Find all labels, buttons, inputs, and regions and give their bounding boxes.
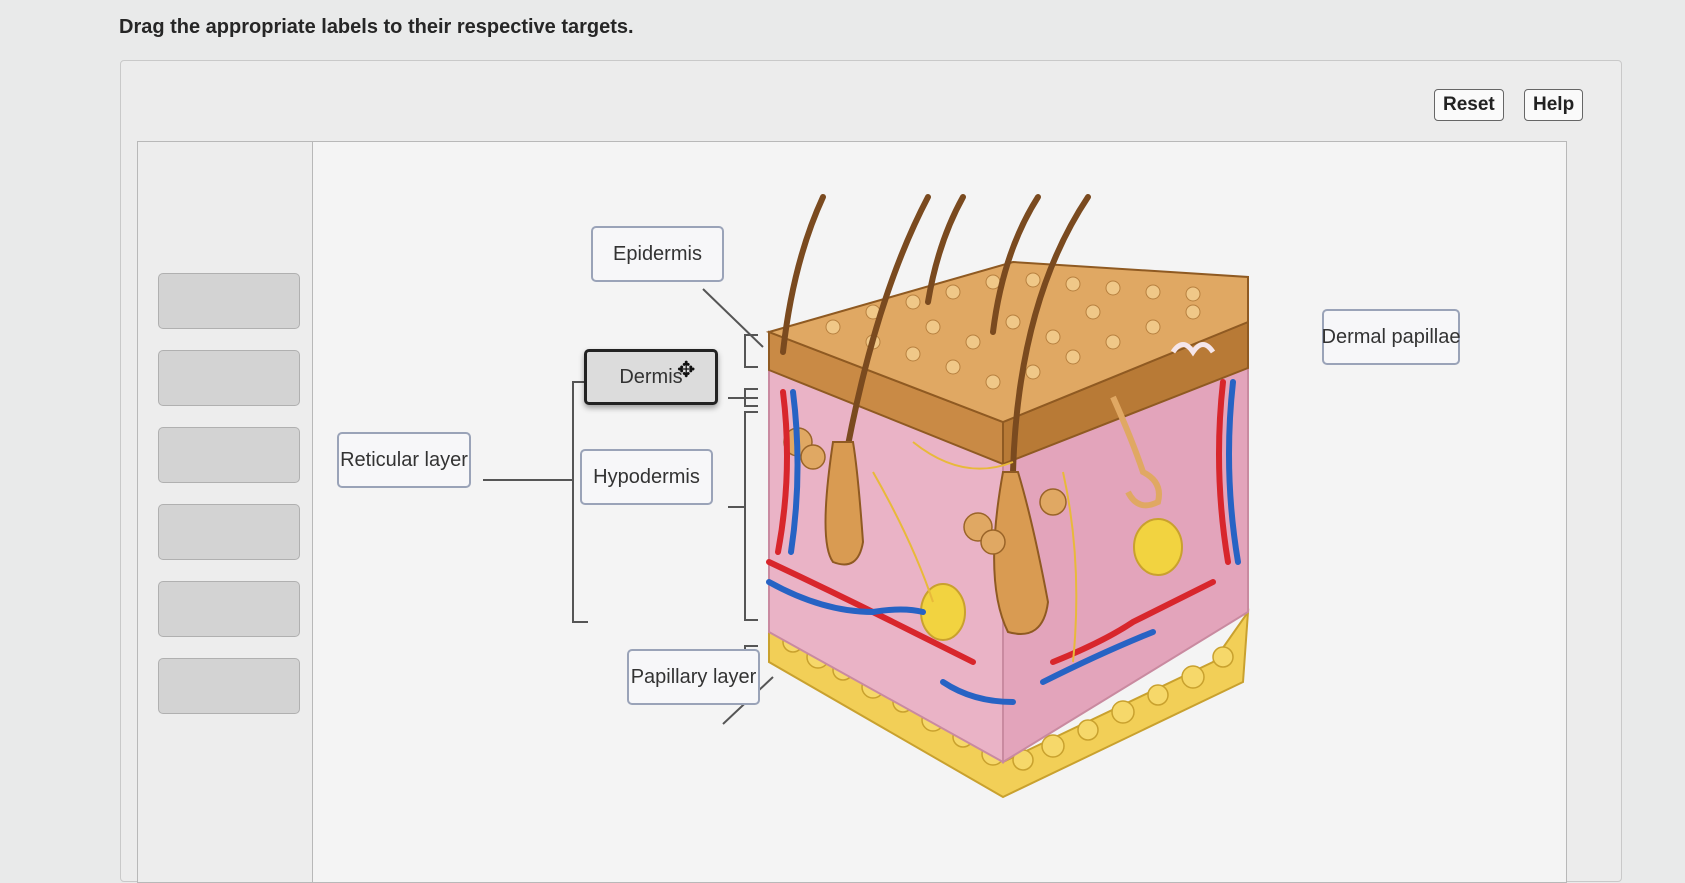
label-reticular-layer[interactable]: Reticular layer bbox=[337, 432, 471, 488]
skin-block-illustration bbox=[765, 194, 1250, 799]
label-dermal-papillae[interactable]: Dermal papillae bbox=[1322, 309, 1460, 365]
diagram-area: Epidermis Dermis ✥ Hypodermis Reticular … bbox=[313, 142, 1566, 882]
move-cursor-icon: ✥ bbox=[677, 358, 696, 383]
empty-label-slot[interactable] bbox=[158, 427, 300, 483]
instruction-text: Drag the appropriate labels to their res… bbox=[119, 16, 634, 38]
label-epidermis[interactable]: Epidermis bbox=[591, 226, 724, 282]
empty-label-slot[interactable] bbox=[158, 581, 300, 637]
work-area: Epidermis Dermis ✥ Hypodermis Reticular … bbox=[137, 141, 1567, 883]
label-hypodermis[interactable]: Hypodermis bbox=[580, 449, 713, 505]
label-dermis-text: Dermis bbox=[619, 365, 683, 388]
empty-label-slot[interactable] bbox=[158, 273, 300, 329]
label-bank bbox=[138, 142, 313, 882]
reset-button[interactable]: Reset bbox=[1434, 89, 1504, 121]
skin-diagram bbox=[483, 194, 1393, 799]
label-dermis-dragging[interactable]: Dermis ✥ bbox=[584, 349, 718, 405]
label-papillary-layer[interactable]: Papillary layer bbox=[627, 649, 760, 705]
empty-label-slot[interactable] bbox=[158, 504, 300, 560]
activity-panel: Reset Help bbox=[120, 60, 1622, 883]
empty-label-slot[interactable] bbox=[158, 350, 300, 406]
help-button[interactable]: Help bbox=[1524, 89, 1584, 121]
empty-label-slot[interactable] bbox=[158, 658, 300, 714]
